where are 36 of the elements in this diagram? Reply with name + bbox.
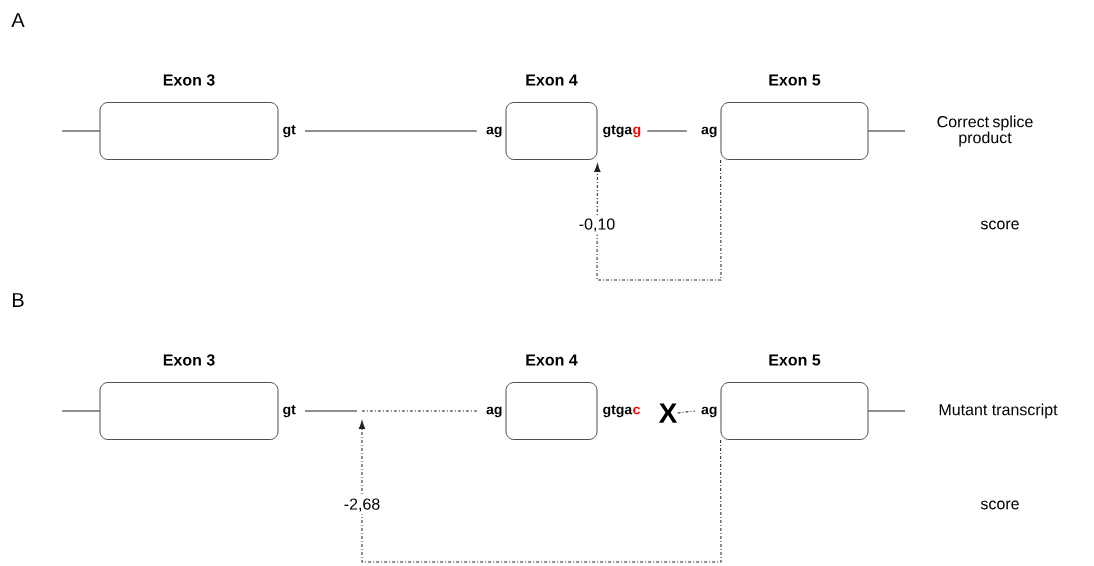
intron-line [646, 130, 688, 132]
exon-label: Exon 3 [163, 354, 215, 366]
score-label: score [980, 220, 1019, 230]
splice-site-label: gt [283, 125, 296, 138]
exon-label: Exon 5 [769, 354, 821, 366]
mutation-letter: g [633, 126, 641, 138]
cross-mark: X [658, 403, 678, 423]
splice-site-label: ag [701, 406, 717, 418]
intron-line [867, 130, 906, 132]
splice-site-label: ag [486, 126, 502, 138]
score-value: -2,68 [340, 495, 384, 515]
transcript-label: Correct splice product [937, 115, 1033, 147]
intron-line [304, 130, 478, 132]
mutation-letter: c [633, 406, 640, 415]
transcript-label: Mutant transcript [939, 403, 1058, 419]
intron-line [61, 130, 101, 132]
splice-site-label: ag [486, 406, 502, 418]
panel-letter: B [13, 293, 24, 307]
exon-label: Exon 4 [526, 74, 578, 86]
splice-site-label: gtga [603, 125, 633, 138]
exon-label: Exon 5 [769, 74, 821, 86]
score-label: score [980, 500, 1019, 510]
intron-line [361, 410, 478, 412]
intron-line [677, 410, 696, 414]
panel-letter: A [11, 13, 25, 27]
splice-arrow [594, 159, 722, 281]
score-value: -0,10 [575, 215, 619, 235]
exon-label: Exon 4 [526, 354, 578, 366]
intron-line [867, 410, 906, 412]
splice-arrow [358, 420, 722, 563]
splice-site-label: gt [283, 405, 296, 418]
intron-line [61, 410, 101, 412]
splice-site-label: ag [701, 126, 717, 138]
exon-label: Exon 3 [163, 74, 215, 86]
splice-site-label: gtga [603, 405, 633, 418]
intron-line [304, 410, 358, 412]
